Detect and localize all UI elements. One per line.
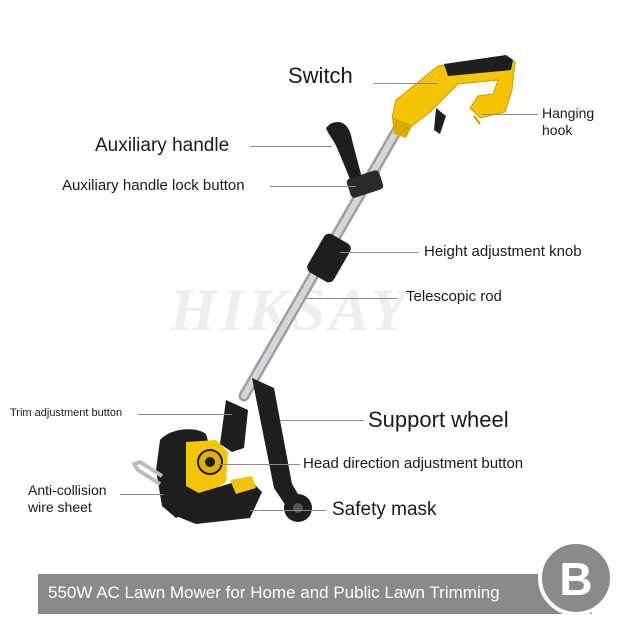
leader-switch — [374, 83, 438, 84]
label-height-adjustment-knob: Height adjustment knob — [424, 243, 582, 260]
label-auxiliary-handle: Auxiliary handle — [95, 135, 230, 156]
height-knob — [307, 233, 351, 283]
hanging-hook — [473, 115, 481, 125]
support-wheel-assembly — [252, 378, 312, 522]
leader-anti-collision — [120, 494, 164, 495]
label-anti-collision-wire-sheet: Anti-collision wire sheet — [28, 482, 107, 515]
leader-safety-mask — [250, 510, 326, 511]
main-handle — [391, 55, 516, 138]
leader-lock-button — [270, 186, 356, 187]
variant-badge: B — [538, 540, 614, 616]
leader-auxiliary-handle — [250, 146, 332, 147]
label-support-wheel: Support wheel — [368, 407, 509, 432]
leader-trim-button — [138, 414, 232, 415]
label-telescopic-rod: Telescopic rod — [406, 288, 502, 305]
label-trim-adjustment-button: Trim adjustment button — [10, 407, 123, 419]
leader-support-wheel — [280, 420, 364, 421]
label-safety-mask: Safety mask — [332, 499, 437, 520]
badge-letter: B — [559, 553, 593, 605]
label-head-direction-adjustment-button: Head direction adjustment button — [303, 455, 524, 472]
leader-height-knob — [340, 252, 418, 253]
label-switch: Switch — [288, 63, 353, 88]
label-hanging-hook: Hanging hook — [542, 105, 595, 138]
anti-collision-wire — [132, 460, 164, 486]
leader-head-direction — [218, 464, 300, 465]
leader-hanging-hook — [482, 114, 538, 115]
auxiliary-handle — [326, 121, 384, 198]
label-auxiliary-handle-lock-button: Auxiliary handle lock button — [62, 177, 245, 194]
trimmer-head — [156, 400, 262, 524]
banner-title: 550W AC Lawn Mower for Home and Public L… — [48, 583, 500, 602]
title-banner: 550W AC Lawn Mower for Home and Public L… — [38, 574, 592, 614]
leader-telescopic-rod — [306, 298, 398, 299]
